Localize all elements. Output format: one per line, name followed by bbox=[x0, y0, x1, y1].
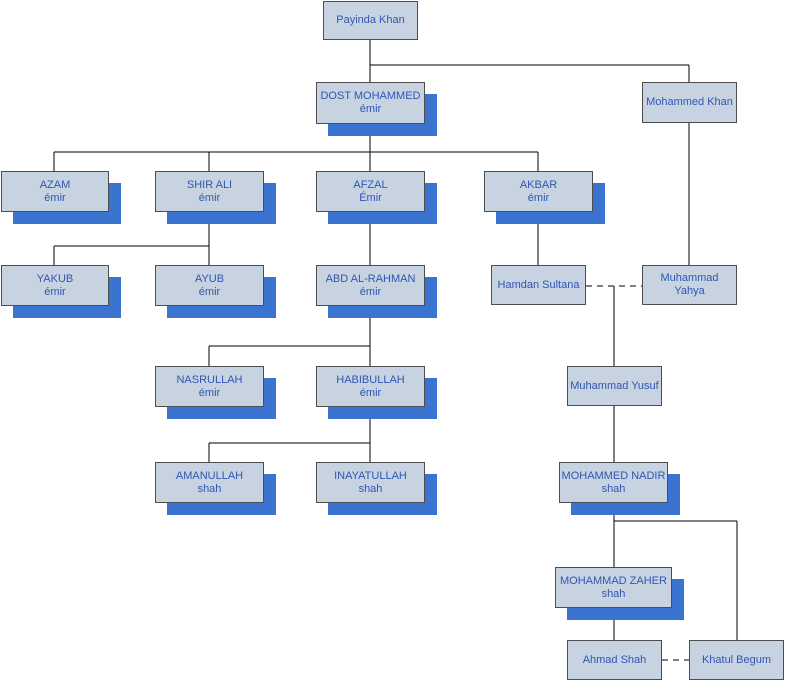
node-name: ABD AL-RAHMAN bbox=[325, 272, 416, 285]
node-title: émir bbox=[198, 191, 221, 204]
node-title: Émir bbox=[359, 191, 382, 204]
node-myusuf: Muhammad Yusuf bbox=[567, 366, 662, 406]
node-title: shah bbox=[601, 587, 626, 600]
node-name: MOHAMMED NADIR bbox=[561, 469, 666, 482]
node-name: Muhammad Yusuf bbox=[570, 379, 659, 392]
node-title: émir bbox=[44, 191, 66, 204]
node-name: AMANULLAH bbox=[175, 469, 244, 482]
node-name: DOST MOHAMMED bbox=[320, 90, 421, 102]
node-name: MOHAMMAD ZAHER bbox=[560, 574, 667, 587]
node-name: Mohammed Khan bbox=[646, 96, 733, 108]
node-name: NASRULLAH bbox=[176, 373, 243, 386]
node-title: shah bbox=[358, 482, 383, 495]
node-mkhan: Mohammed Khan bbox=[642, 82, 737, 123]
node-name: AKBAR bbox=[519, 178, 558, 191]
node-name: Hamdan Sultana bbox=[497, 278, 580, 291]
node-title: shah bbox=[601, 482, 626, 495]
node-title: émir bbox=[44, 285, 66, 298]
node-name: AFZAL bbox=[353, 178, 388, 191]
node-name: Muhammad bbox=[660, 272, 719, 284]
node-title: émir bbox=[359, 285, 382, 298]
node-khatul: Khatul Begum bbox=[689, 640, 784, 680]
node-name: AZAM bbox=[39, 178, 71, 191]
node-title: émir bbox=[359, 103, 382, 115]
node-title: émir bbox=[198, 386, 221, 399]
node-name: Khatul Begum bbox=[701, 653, 772, 666]
node-title: shah bbox=[197, 482, 222, 495]
node-title: Yahya bbox=[674, 285, 705, 297]
node-hamdan: Hamdan Sultana bbox=[491, 265, 586, 305]
node-ahmad: Ahmad Shah bbox=[567, 640, 662, 680]
node-name: Ahmad Shah bbox=[582, 653, 647, 666]
node-name: INAYATULLAH bbox=[334, 469, 407, 482]
node-name: Payinda Khan bbox=[336, 14, 405, 26]
node-payinda: Payinda Khan bbox=[323, 1, 418, 40]
node-name: AYUB bbox=[194, 272, 225, 285]
node-title: émir bbox=[198, 285, 221, 298]
node-name: YAKUB bbox=[36, 272, 74, 285]
node-title: émir bbox=[527, 191, 550, 204]
node-name: HABIBULLAH bbox=[336, 373, 405, 386]
node-name: SHIR ALI bbox=[186, 178, 233, 191]
node-title: émir bbox=[359, 386, 382, 399]
